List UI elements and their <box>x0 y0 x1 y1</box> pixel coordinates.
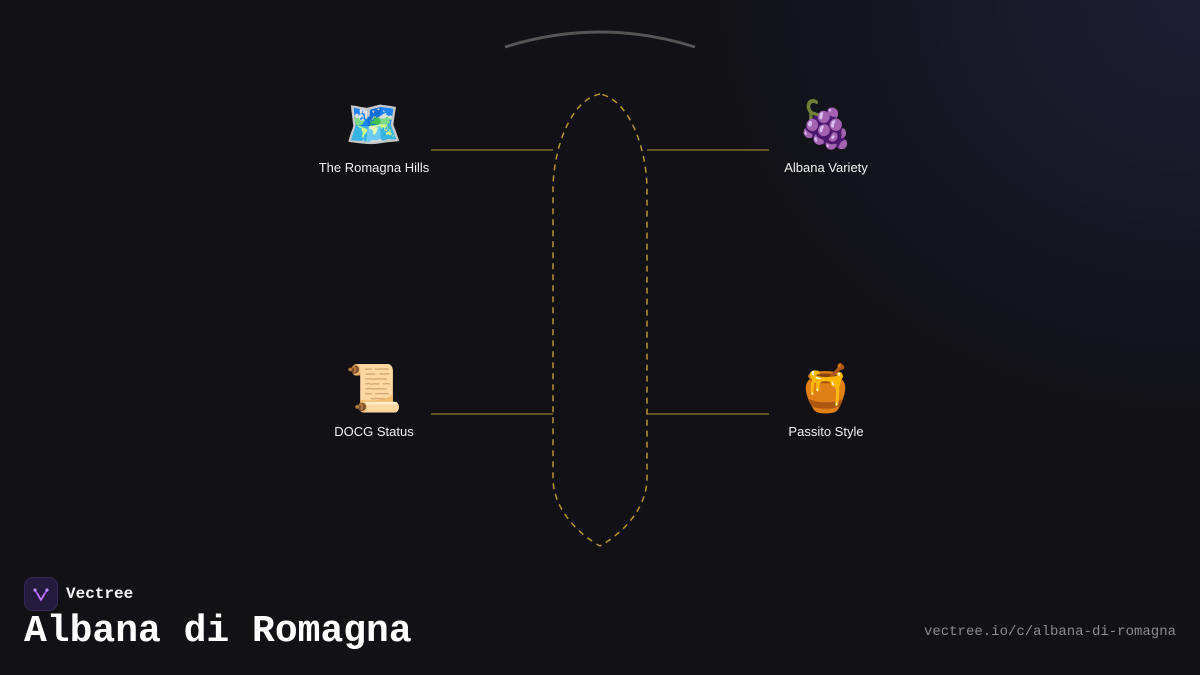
grapes-icon: 🍇 <box>797 97 855 151</box>
node-albana-variety[interactable]: 🍇 Albana Variety <box>736 96 916 175</box>
vectree-logo-icon <box>24 577 58 611</box>
node-label: Passito Style <box>788 424 864 439</box>
scroll-icon: 📜 <box>345 361 403 415</box>
map-icon: 🗺️ <box>345 97 403 151</box>
node-passito-style[interactable]: 🍯 Passito Style <box>736 360 916 439</box>
honey-pot-icon: 🍯 <box>797 361 855 415</box>
center-outline <box>552 93 648 547</box>
node-docg-status[interactable]: 📜 DOCG Status <box>284 360 464 439</box>
node-romagna-hills[interactable]: 🗺️ The Romagna Hills <box>284 96 464 175</box>
page-url[interactable]: vectree.io/c/albana-di-romagna <box>923 624 1176 640</box>
brand: Vectree <box>24 577 133 611</box>
brand-name: Vectree <box>66 585 134 603</box>
node-label: DOCG Status <box>334 424 414 439</box>
page-title: Albana di Romagna <box>24 610 412 653</box>
node-label: Albana Variety <box>784 160 868 175</box>
top-arc <box>504 30 696 49</box>
node-label: The Romagna Hills <box>318 160 430 175</box>
